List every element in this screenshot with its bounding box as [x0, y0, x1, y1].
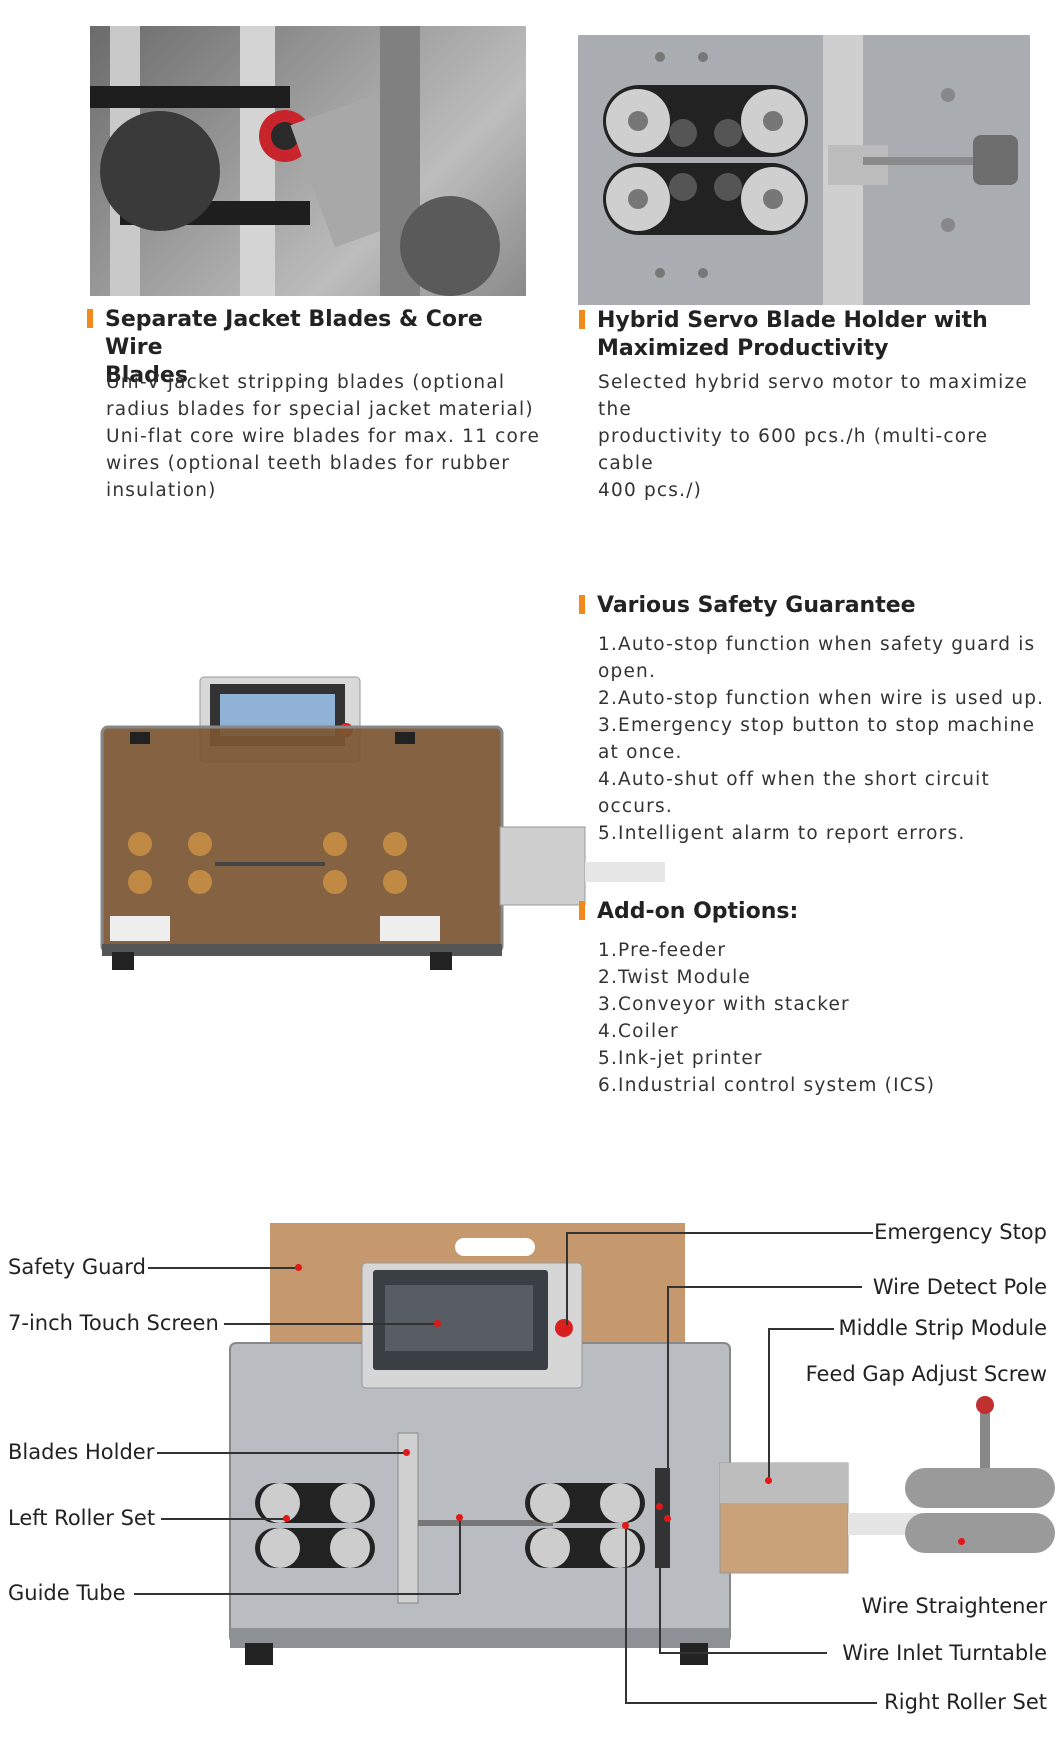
blades-closeup-illustration [90, 26, 500, 296]
safety-list-line: 2.Auto-stop function when wire is used u… [598, 688, 1045, 709]
addons-list-item: 2.Twist Module [598, 967, 752, 988]
safety-list-line: 4.Auto-shut off when the short circuit [598, 769, 990, 790]
safety-list-line: occurs. [598, 796, 673, 817]
blades-heading-line2: Blades [105, 363, 188, 388]
addons-list-item: 6.Industrial control system (ICS) [598, 1075, 936, 1096]
safety-list: 1.Auto-stop function when safety guard i… [598, 631, 1048, 847]
leader-line-right-roller-vertical [625, 1525, 627, 1703]
marker-left-roller [283, 1515, 290, 1522]
leader-line-guide-tube-vertical [459, 1517, 461, 1594]
blades-description: Uni-V jacket stripping blades (optional … [106, 369, 546, 504]
safety-list-line: at once. [598, 742, 683, 763]
servo-rollers-photo [578, 35, 1030, 305]
marker-guide-tube [456, 1514, 463, 1521]
addons-list-item: 4.Coiler [598, 1021, 679, 1042]
leader-line-wire-inlet-vertical [659, 1506, 661, 1653]
marker-wire-detect [664, 1515, 671, 1522]
annotated-machine-illustration [229, 1223, 1055, 1665]
servo-heading: Hybrid Servo Blade Holder with Maximized… [579, 307, 1037, 363]
addons-list-item: 3.Conveyor with stacker [598, 994, 850, 1015]
leader-line-guide-tube [134, 1593, 459, 1595]
leader-line-emergency-stop [566, 1232, 873, 1234]
servo-rollers-illustration [603, 35, 1018, 305]
marker-touch-screen [434, 1320, 441, 1327]
blades-heading: Separate Jacket Blades & Core Wire Blade… [87, 306, 535, 390]
machine-front-illustration [100, 676, 665, 970]
servo-desc-line: 400 pcs./) [598, 480, 703, 501]
leader-line-touch-screen [224, 1323, 436, 1325]
label-wire-straightener: Wire Straightener [861, 1594, 1047, 1618]
blades-desc-line: wires (optional teeth blades for rubber [106, 453, 511, 474]
addons-heading: Add-on Options: [579, 898, 1037, 926]
blades-desc-line: Uni-V jacket stripping blades (optional [106, 372, 506, 393]
safety-list-line: 1.Auto-stop function when safety guard i… [598, 634, 1036, 655]
blades-desc-line: radius blades for special jacket materia… [106, 399, 534, 420]
servo-heading-line1: Hybrid Servo Blade Holder with [597, 308, 988, 333]
leader-line-emergency-stop-vertical [566, 1232, 568, 1327]
label-right-roller: Right Roller Set [884, 1690, 1047, 1714]
label-wire-inlet: Wire Inlet Turntable [842, 1641, 1047, 1665]
addons-list: 1.Pre-feeder 2.Twist Module 3.Conveyor w… [598, 937, 1048, 1099]
servo-desc-line: Selected hybrid servo motor to maximize … [598, 372, 1028, 420]
label-touch-screen: 7-inch Touch Screen [8, 1311, 219, 1335]
label-middle-strip: Middle Strip Module [838, 1316, 1047, 1340]
marker-emergency-stop [563, 1325, 570, 1332]
label-blades-holder: Blades Holder [8, 1440, 155, 1464]
marker-blades-holder [403, 1449, 410, 1456]
label-feed-gap: Feed Gap Adjust Screw [805, 1362, 1047, 1386]
safety-list-line: 5.Intelligent alarm to report errors. [598, 823, 966, 844]
safety-list-line: 3.Emergency stop button to stop machine [598, 715, 1036, 736]
leader-line-wire-inlet [659, 1652, 827, 1654]
servo-heading-line2: Maximized Productivity [597, 336, 889, 361]
marker-safety-guard [295, 1264, 302, 1271]
machine-front-photo [80, 672, 700, 977]
label-guide-tube: Guide Tube [8, 1581, 126, 1605]
marker-right-roller [622, 1522, 629, 1529]
annotated-machine-photo [200, 1218, 1059, 1678]
label-emergency-stop: Emergency Stop [874, 1220, 1047, 1244]
blades-desc-line: insulation) [106, 480, 217, 501]
safety-heading: Various Safety Guarantee [579, 592, 1037, 620]
marker-middle-strip [765, 1477, 772, 1484]
blades-desc-line: Uni-flat core wire blades for max. 11 co… [106, 426, 541, 447]
leader-line-right-roller [625, 1702, 877, 1704]
marker-wire-straightener [958, 1538, 965, 1545]
leader-line-middle-strip-vertical [768, 1328, 770, 1478]
leader-line-wire-detect-vertical [667, 1286, 669, 1518]
addons-list-item: 1.Pre-feeder [598, 940, 727, 961]
servo-description: Selected hybrid servo motor to maximize … [598, 369, 1048, 504]
blades-heading-line1: Separate Jacket Blades & Core Wire [105, 307, 483, 360]
leader-line-wire-detect [667, 1286, 862, 1288]
leader-line-middle-strip [768, 1328, 834, 1330]
leader-line-blades-holder [157, 1452, 407, 1454]
blades-closeup-photo [90, 26, 526, 296]
addons-list-item: 5.Ink-jet printer [598, 1048, 763, 1069]
label-safety-guard: Safety Guard [8, 1255, 146, 1279]
label-wire-detect: Wire Detect Pole [872, 1275, 1047, 1299]
safety-list-line: open. [598, 661, 657, 682]
leader-line-safety-guard [148, 1267, 298, 1269]
servo-desc-line: productivity to 600 pcs./h (multi-core c… [598, 426, 989, 474]
leader-line-left-roller [161, 1518, 286, 1520]
label-left-roller: Left Roller Set [8, 1506, 156, 1530]
marker-wire-inlet [656, 1503, 663, 1510]
